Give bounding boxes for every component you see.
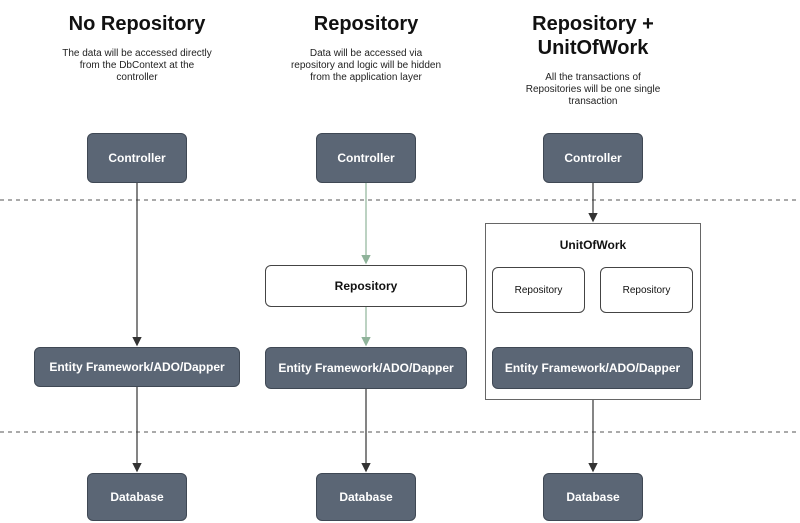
controller-node-repository: Controller	[316, 133, 416, 183]
entity-framework-node-repository-unitofwork: Entity Framework/ADO/Dapper	[492, 347, 693, 389]
entity-framework-node-no-repository: Entity Framework/ADO/Dapper	[34, 347, 240, 387]
description-line: from the DbContext at the	[79, 60, 195, 71]
entity-framework-node-repository: Entity Framework/ADO/Dapper	[265, 347, 467, 389]
description-line: Data will be accessed via	[309, 48, 423, 59]
column-description-repository-unitofwork: All the transactions of Repositories wil…	[493, 72, 693, 108]
repository-node: Repository	[265, 265, 467, 307]
description-line: The data will be accessed directly	[62, 48, 212, 59]
column-title-repository: Repository	[313, 13, 419, 35]
repository-node-uow-1: Repository	[492, 267, 585, 313]
column-description-repository: Data will be accessed via repository and…	[256, 48, 476, 84]
description-line: transaction	[568, 96, 618, 107]
database-node-repository-unitofwork: Database	[543, 473, 643, 521]
controller-node-no-repository: Controller	[87, 133, 187, 183]
repository-node-uow-2: Repository	[600, 267, 693, 313]
column-description-no-repository: The data will be accessed directly from …	[37, 48, 237, 84]
title-line: UnitOfWork	[537, 37, 649, 59]
description-line: controller	[116, 72, 158, 83]
database-node-repository: Database	[316, 473, 416, 521]
title-line: Repository +	[532, 13, 654, 35]
description-line: All the transactions of	[545, 72, 641, 83]
database-node-no-repository: Database	[87, 473, 187, 521]
column-title-no-repository: No Repository	[68, 13, 206, 35]
description-line: Repositories will be one single	[525, 84, 661, 95]
column-title-repository-unitofwork: Repository + UnitOfWork	[493, 12, 693, 60]
description-line: repository and logic will be hidden	[290, 60, 442, 71]
controller-node-repository-unitofwork: Controller	[543, 133, 643, 183]
description-line: from the application layer	[310, 72, 422, 83]
unitofwork-title: UnitOfWork	[559, 238, 627, 252]
